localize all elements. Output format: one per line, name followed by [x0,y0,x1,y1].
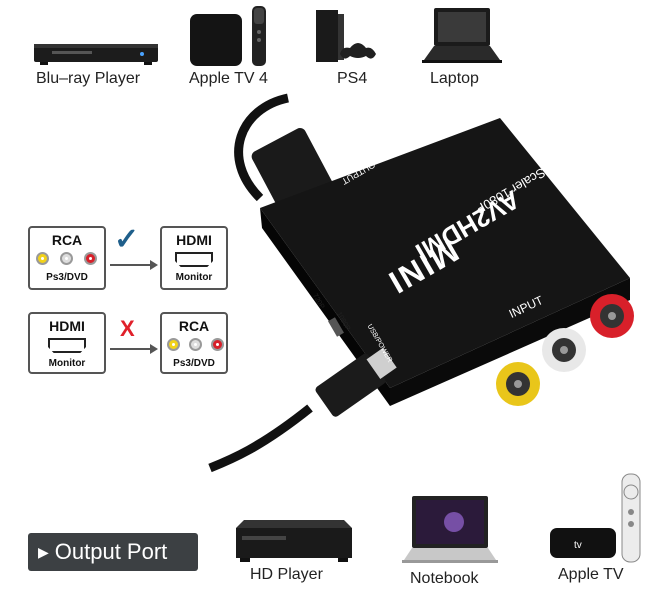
hdmi-port-icon [175,252,213,267]
card-title: HDMI [176,232,212,248]
card-hdmi-target: HDMI Monitor [160,226,228,290]
red-jack-icon [84,252,97,265]
yellow-jack-icon [36,252,49,265]
device-label-laptop: Laptop [430,70,479,87]
card-sub: Ps3/DVD [173,358,215,369]
hd-player-icon [236,520,352,562]
card-title: RCA [51,232,83,248]
card-sub: Monitor [48,358,86,369]
output-port-label: Output Port [54,539,168,564]
device-label-hdplayer: HD Player [250,566,323,583]
device-label-ps4: PS4 [337,70,368,87]
hdmi-port-icon [48,338,86,353]
ps4-icon [316,10,376,62]
play-triangle-icon: ▶ [38,543,49,560]
laptop-icon [422,8,502,63]
device-label-notebook: Notebook [410,570,479,587]
cross-icon: X [120,316,135,341]
port-r-label: R [616,340,623,350]
apple-tv-4-icon [190,6,266,66]
card-rca-target: RCA Ps3/DVD [160,312,228,374]
check-icon: ✓ [114,223,140,256]
device-label-bluray: Blu–ray Player [36,70,141,87]
card-title: HDMI [49,318,85,334]
yellow-jack-icon [167,338,180,351]
white-jack-icon [60,252,73,265]
notebook-icon [402,496,498,563]
white-jack-icon [189,338,202,351]
device-label-appletv4: Apple TV 4 [189,70,268,87]
card-sub: Monitor [175,272,213,283]
card-rca-source: RCA Ps3/DVD [28,226,106,290]
red-jack-icon [211,338,224,351]
arrow-right-icon [110,344,158,354]
device-label-appletv: Apple TV [558,566,624,583]
arrow-right-icon [110,260,158,270]
port-l-label: L [566,374,572,384]
card-title: RCA [178,318,210,334]
apple-tv-icon: tv [550,473,641,563]
svg-text:tv: tv [574,540,582,551]
card-sub: Ps3/DVD [46,272,88,283]
av2hdmi-converter-image [208,93,634,473]
output-port-badge: ▶ Output Port [28,533,198,571]
card-hdmi-source: HDMI Monitor [28,312,106,374]
bluray-player-icon [34,44,158,65]
